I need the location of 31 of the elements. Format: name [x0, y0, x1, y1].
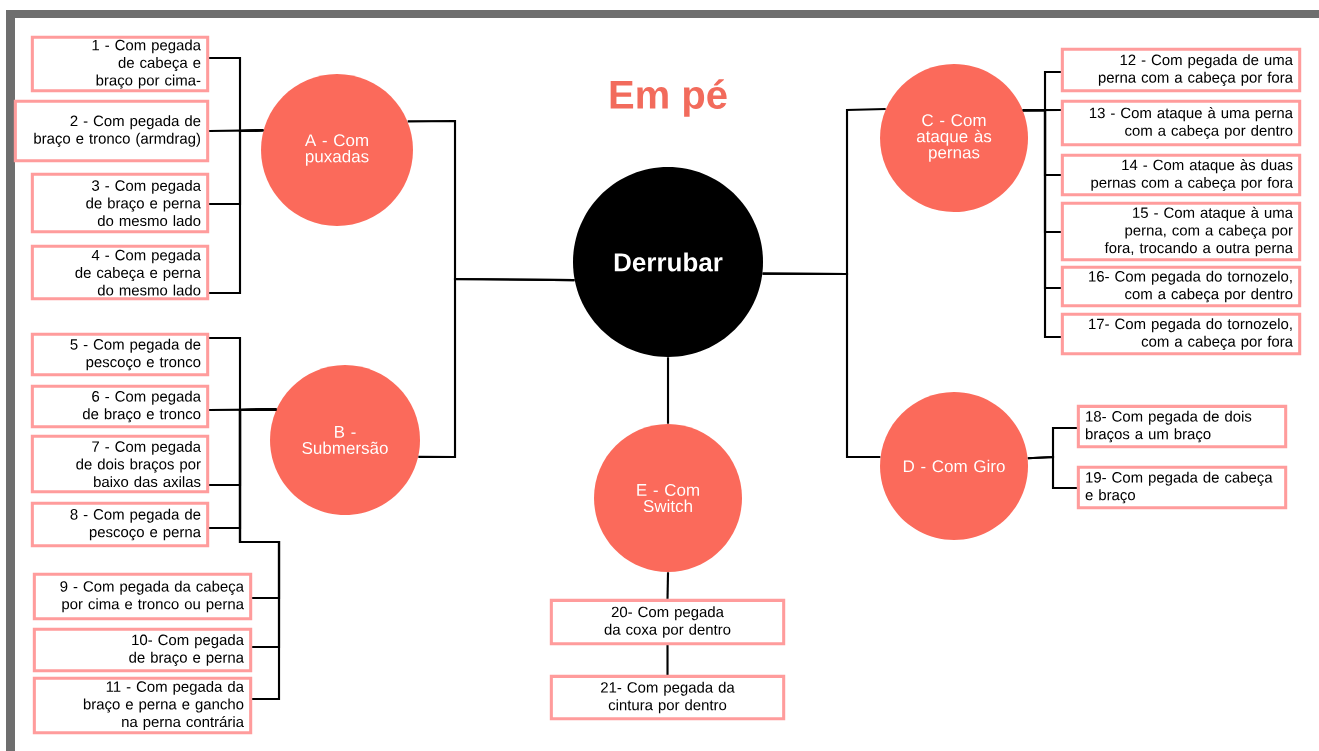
technique-box: 19- Com pegada de cabeça e braço	[1076, 465, 1288, 510]
technique-box: 7 - Com pegada de dois braços por baixo das axilas	[30, 434, 210, 494]
technique-box: 14 - Com ataque às duas pernas com a cabeça por fora	[1060, 153, 1302, 197]
technique-box: 6 - Com pegada de braço e tronco	[30, 384, 210, 429]
technique-box: 8 - Com pegada de pescoço e perna	[30, 501, 210, 548]
technique-box: 16- Com pegada do tornozelo, com a cabeça por dentro	[1060, 265, 1302, 308]
technique-box: 5 - Com pegada de pescoço e tronco	[30, 332, 210, 377]
technique-box: 20- Com pegada da coxa por dentro	[549, 598, 786, 646]
technique-box: 17- Com pegada do tornozelo, com a cabeça por fora	[1060, 312, 1302, 356]
connector	[666, 357, 670, 424]
technique-box: 15 - Com ataque à uma perna, com a cabeça por fora, trocando a outra perna	[1060, 201, 1302, 262]
title: Em pé	[610, 79, 727, 117]
technique-box: 3 - Com pegada de braço e perna do mesmo lado	[30, 172, 210, 234]
connector	[666, 645, 669, 675]
connector	[418, 277, 575, 459]
connector	[238, 408, 281, 701]
technique-box: 4 - Com pegada de cabeça e perna do mesmo lado	[30, 244, 210, 301]
technique-box: 9 - Com pegada da cabeça por cima e tronco ou perna	[32, 572, 253, 621]
technique-box: 11 - Com pegada da braço e perna e gancho na perna contrária	[32, 676, 253, 735]
technique-box: 12 - Com pegada de uma perna com a cabeça por fora	[1060, 47, 1302, 93]
technique-box: 18- Com pegada de dois braços a um braço	[1076, 404, 1288, 449]
technique-box: 1 - Com pegada de cabeça e braço por cima-	[30, 35, 210, 93]
connector	[209, 129, 264, 295]
technique-box: 2 - Com pegada de braço e tronco (armdrag)	[13, 99, 210, 163]
connector	[1027, 455, 1077, 490]
technique-box: 13 - Com ataque à uma perna com a cabeça por dentro	[1060, 99, 1302, 147]
connector	[666, 572, 670, 599]
technique-box: 21- Com pegada da cintura por dentro	[549, 674, 786, 721]
connector	[1022, 108, 1061, 339]
technique-box: 10- Com pegada de braço e perna	[32, 627, 253, 673]
connector	[762, 272, 881, 459]
